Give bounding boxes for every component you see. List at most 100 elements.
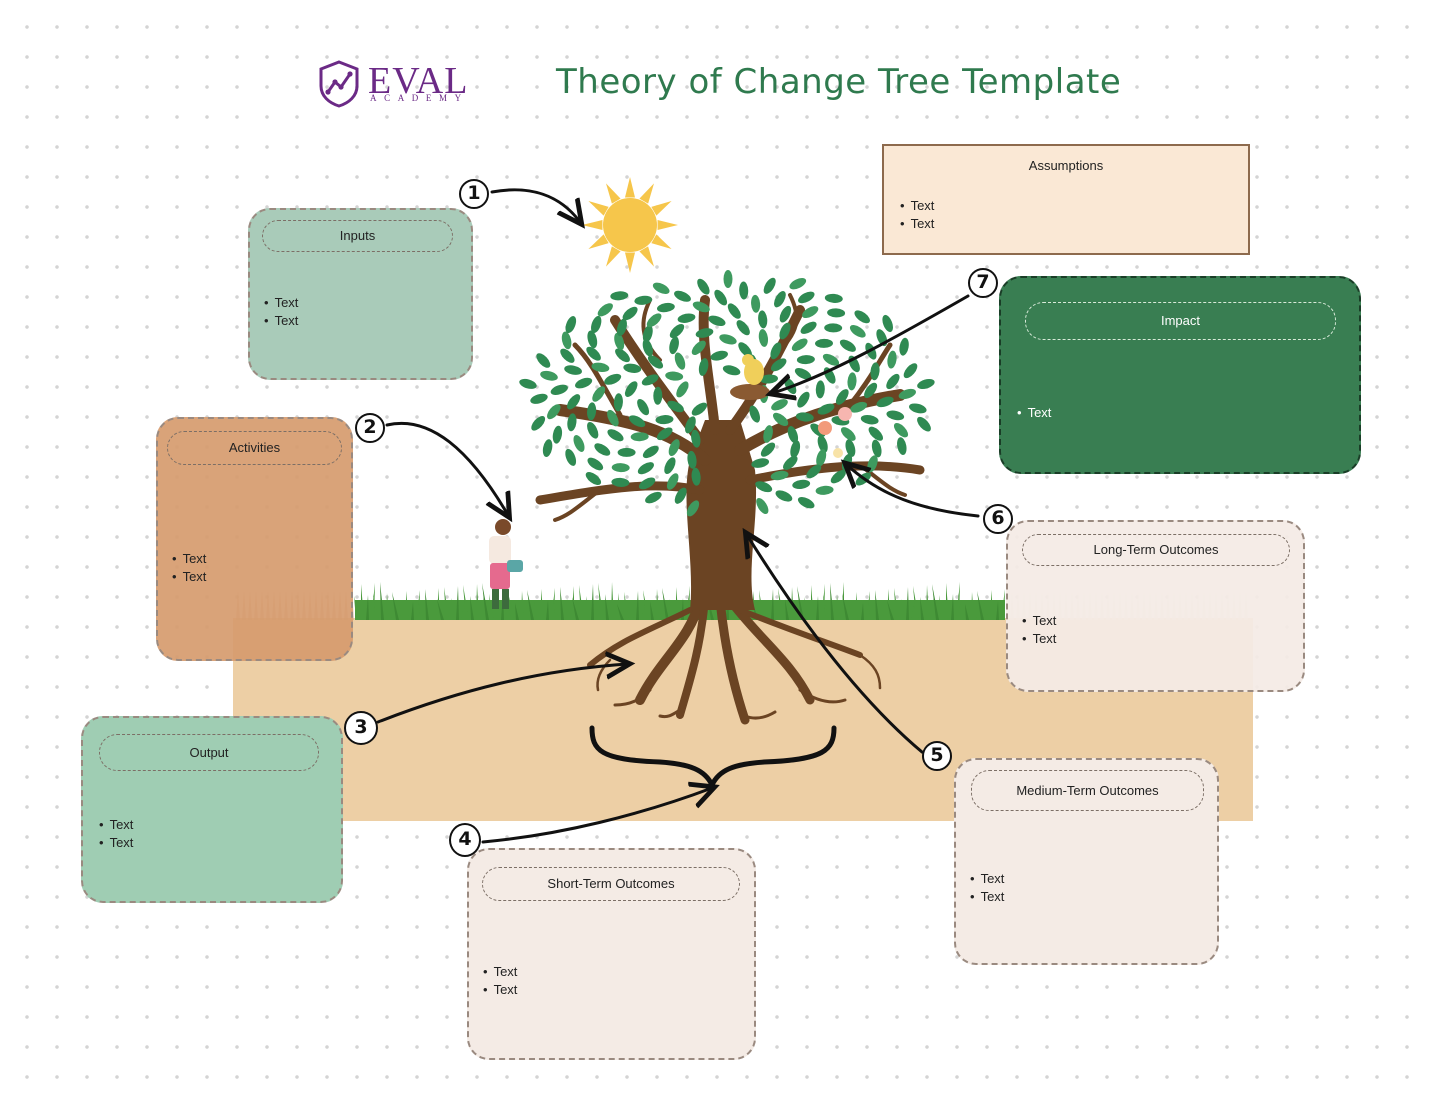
- leaf: [560, 348, 575, 363]
- grass-blade: [546, 600, 549, 620]
- leaf: [739, 281, 749, 300]
- grass-blade: [958, 593, 964, 620]
- inputs-label: Inputs: [262, 220, 453, 252]
- leaf: [774, 291, 786, 308]
- leaf: [772, 412, 789, 426]
- list-item: Text: [483, 963, 518, 981]
- leaf: [751, 294, 761, 313]
- leaf: [736, 320, 750, 336]
- leaf: [727, 303, 741, 319]
- leaf: [798, 291, 815, 304]
- grass-blade: [977, 591, 984, 620]
- leaf: [586, 346, 601, 361]
- medium-term-outcomes-list: Text Text: [970, 870, 1005, 906]
- leaf: [587, 330, 598, 349]
- leaf: [760, 442, 776, 457]
- list-item: Text: [172, 550, 207, 568]
- grass-blade: [366, 595, 369, 620]
- grass-blade: [946, 583, 949, 620]
- grass-blade: [766, 601, 769, 620]
- grass-blade: [515, 603, 519, 620]
- output-list: Text Text: [99, 816, 134, 852]
- sun-ray: [651, 201, 672, 216]
- leaf: [897, 437, 907, 455]
- leaf: [827, 308, 846, 318]
- grass-blade: [984, 602, 989, 620]
- leaf: [585, 471, 602, 486]
- leaf: [917, 379, 935, 389]
- output-box: Output Text Text: [81, 716, 343, 903]
- sun-ray: [624, 252, 636, 273]
- leaf: [899, 337, 909, 356]
- grass-blade: [461, 597, 465, 620]
- list-item: Text: [483, 981, 518, 999]
- leaf: [882, 314, 893, 333]
- leaf: [850, 401, 868, 413]
- leaf: [792, 479, 811, 490]
- grass-blade: [951, 594, 954, 620]
- grass-blade: [451, 598, 454, 620]
- grass-blade: [1001, 589, 1005, 620]
- grass-blade: [778, 588, 784, 620]
- page-title: Theory of Change Tree Template: [556, 62, 1122, 102]
- leaf: [775, 490, 793, 502]
- leaf: [656, 427, 673, 441]
- leaf: [779, 322, 791, 340]
- assumptions-list: Text Text: [900, 197, 935, 233]
- grass-blade: [836, 594, 839, 620]
- leaf: [587, 402, 597, 421]
- leaf: [607, 409, 619, 427]
- step-number-3: 3: [344, 711, 378, 745]
- leaf: [656, 302, 675, 313]
- leaf: [864, 382, 878, 399]
- leaf: [536, 353, 551, 368]
- grass-blade: [541, 589, 544, 620]
- grass-blade: [534, 601, 539, 620]
- step-number-4: 4: [449, 823, 481, 857]
- grass-blade: [481, 595, 484, 620]
- leaf: [664, 457, 676, 475]
- leaf: [817, 435, 828, 453]
- leaf: [652, 282, 670, 294]
- assumptions-box: Assumptions Text Text: [882, 144, 1250, 255]
- leaf: [647, 355, 664, 369]
- grass-blade: [868, 602, 874, 620]
- grass-blade: [661, 600, 664, 620]
- leaf: [770, 342, 782, 360]
- leaf: [614, 332, 625, 351]
- grass-blade: [571, 586, 574, 620]
- grass-blade: [591, 584, 594, 620]
- leaf: [790, 440, 801, 459]
- leaf: [871, 439, 882, 458]
- sun-ray: [606, 246, 621, 267]
- grass-blade: [551, 588, 555, 620]
- leaf: [565, 316, 577, 334]
- leaf: [849, 325, 866, 338]
- grass-blade: [572, 597, 579, 620]
- leaf: [817, 403, 835, 415]
- leaf: [610, 291, 629, 301]
- leaf: [646, 313, 662, 328]
- grass-blade: [971, 592, 974, 620]
- list-item: Text: [1017, 404, 1052, 422]
- leaf: [751, 458, 770, 468]
- grass-blade: [416, 590, 420, 620]
- arrow-1: [490, 188, 580, 222]
- grass-blade: [906, 587, 909, 620]
- grass-blade: [656, 589, 659, 620]
- leaf: [591, 315, 602, 334]
- flower: [833, 448, 843, 458]
- leaf: [839, 339, 856, 352]
- leaf: [860, 414, 879, 425]
- leaf: [787, 426, 799, 444]
- arrow-5: [747, 535, 924, 754]
- grass-blade: [894, 588, 899, 620]
- medium-term-outcomes-label: Medium-Term Outcomes: [971, 770, 1204, 811]
- leaf: [519, 378, 537, 389]
- medium-term-outcomes-box: Medium-Term Outcomes Text Text: [954, 758, 1219, 965]
- leaf: [561, 331, 572, 350]
- leaf: [909, 403, 927, 414]
- grass-blade: [931, 596, 934, 620]
- leaf: [755, 481, 773, 493]
- leaf: [628, 415, 646, 428]
